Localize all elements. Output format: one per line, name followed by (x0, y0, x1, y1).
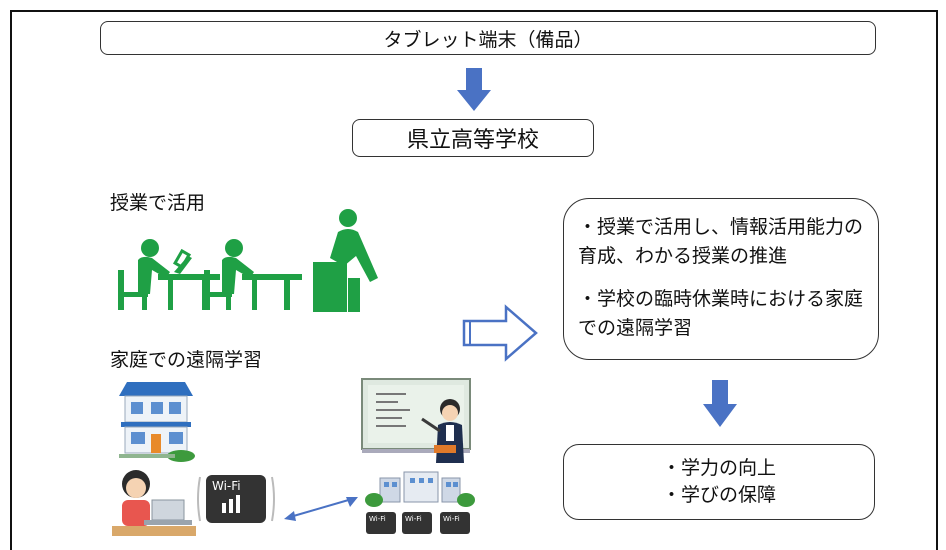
wifi-router-label: Wi-Fi (212, 479, 241, 493)
result-text-1: ・学力の向上 (661, 457, 776, 479)
prefectural-high-school-node: 県立高等学校 (352, 119, 594, 157)
school-building-icon (365, 471, 475, 534)
tablet-device-label: タブレット端末（備品） (383, 28, 593, 51)
result-node: ・学力の向上 ・学びの保障 (563, 444, 875, 520)
student-laptop-icon (112, 470, 196, 536)
down-arrow-icon (457, 68, 491, 111)
wifi-small-label-2: Wi-Fi (405, 515, 422, 523)
remote-learning-label: 家庭での遠隔学習 (110, 349, 263, 371)
down-arrow-icon (703, 380, 737, 427)
wifi-router-icon (197, 475, 275, 523)
tablet-device-node: タブレット端末（備品） (100, 21, 876, 55)
class-use-label: 授業で活用 (110, 192, 206, 214)
school-label: 県立高等学校 (406, 128, 539, 153)
outcome-text-1: ・授業で活用し、情報活用能力の育成、わかる授業の推進 (578, 216, 864, 267)
diagram-frame (10, 10, 938, 550)
bidirectional-arrow-icon (284, 497, 358, 521)
teacher-board-icon (361, 378, 471, 463)
wifi-small-label-1: Wi-Fi (369, 515, 386, 523)
wifi-small-label-3: Wi-Fi (443, 515, 460, 523)
house-icon (119, 382, 195, 462)
result-text-2: ・学びの保障 (661, 484, 776, 506)
hollow-right-arrow-icon (462, 304, 538, 362)
outcome-node: ・授業で活用し、情報活用能力の育成、わかる授業の推進 ・学校の臨時休業時における… (563, 198, 879, 360)
outcome-text-2: ・学校の臨時休業時における家庭での遠隔学習 (578, 288, 864, 339)
classroom-figures-icon (118, 209, 378, 312)
